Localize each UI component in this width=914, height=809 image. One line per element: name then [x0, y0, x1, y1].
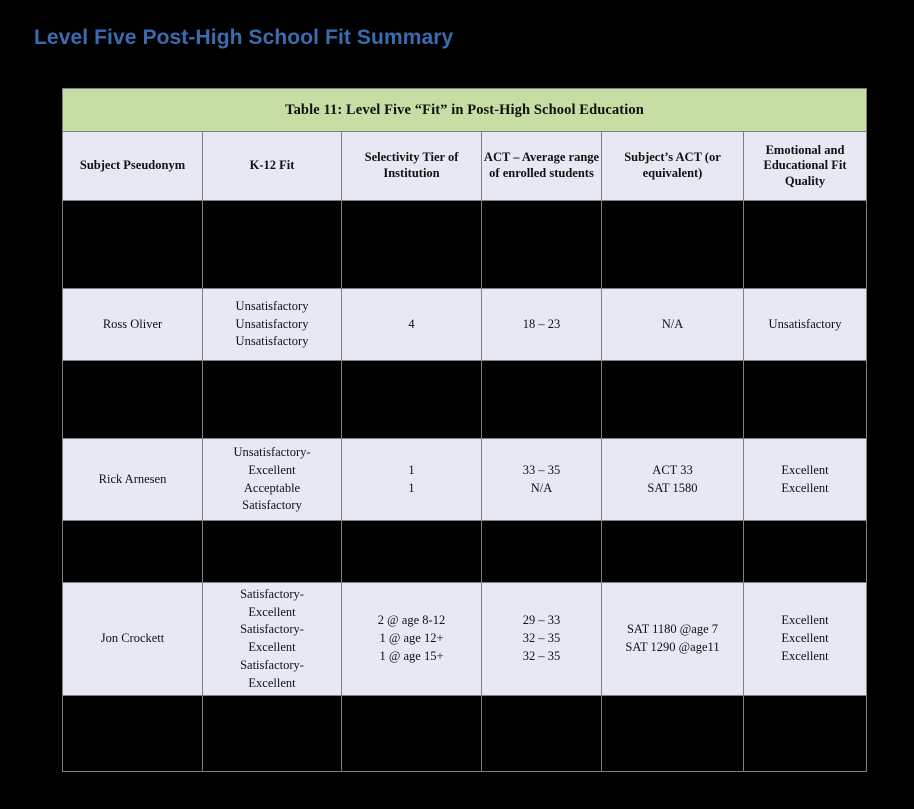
empty-cell: [202, 200, 342, 289]
column-header-act-average-range: ACT – Average range of enrolled students: [481, 131, 602, 201]
empty-cell: [481, 520, 602, 583]
column-header-subject-pseudonym: Subject Pseudonym: [62, 131, 203, 201]
fit-summary-table: Table 11: Level Five “Fit” in Post-High …: [61, 88, 868, 772]
empty-cell: [601, 360, 744, 439]
empty-cell: [341, 520, 482, 583]
empty-cell: [601, 695, 744, 772]
empty-cell: [341, 695, 482, 772]
empty-cell: [742, 200, 868, 289]
empty-cell: [481, 200, 602, 289]
empty-cell: [341, 360, 482, 439]
page-title: Level Five Post-High School Fit Summary: [34, 26, 454, 49]
cell-subject-pseudonym: Ross Oliver: [62, 288, 203, 361]
cell-act-average-range: 18 – 23: [481, 288, 602, 361]
cell-subject-pseudonym: Rick Arnesen: [62, 438, 203, 521]
empty-cell: [742, 360, 868, 439]
empty-cell: [742, 695, 868, 772]
empty-cell: [62, 360, 203, 439]
table-row: [62, 520, 868, 583]
table-caption: Table 11: Level Five “Fit” in Post-High …: [61, 88, 868, 132]
empty-cell: [202, 360, 342, 439]
cell-fit-quality: Unsatisfactory: [742, 288, 868, 361]
empty-cell: [62, 200, 203, 289]
table-row: [62, 695, 868, 772]
empty-cell: [601, 520, 744, 583]
empty-cell: [601, 200, 744, 289]
column-header-selectivity-tier: Selectivity Tier of Institution: [341, 131, 482, 201]
empty-cell: [742, 520, 868, 583]
fit-summary-table-container: Table 11: Level Five “Fit” in Post-High …: [61, 88, 868, 772]
column-header-fit-quality: Emotional and Educational Fit Quality: [742, 131, 868, 201]
table-row: [62, 360, 868, 439]
empty-cell: [62, 695, 203, 772]
column-header-row: Subject Pseudonym K-12 Fit Selectivity T…: [62, 131, 868, 201]
table-row: [62, 200, 868, 289]
cell-subject-pseudonym: Jon Crockett: [62, 582, 203, 696]
empty-cell: [341, 200, 482, 289]
empty-cell: [202, 520, 342, 583]
empty-cell: [202, 695, 342, 772]
column-header-subject-act: Subject’s ACT (or equivalent): [601, 131, 744, 201]
empty-cell: [62, 520, 203, 583]
column-header-k12-fit: K-12 Fit: [202, 131, 342, 201]
cell-selectivity-tier: 4: [341, 288, 482, 361]
empty-cell: [481, 695, 602, 772]
table-banner-row: Table 11: Level Five “Fit” in Post-High …: [61, 88, 868, 132]
cell-subject-act: N/A: [601, 288, 744, 361]
empty-cell: [481, 360, 602, 439]
